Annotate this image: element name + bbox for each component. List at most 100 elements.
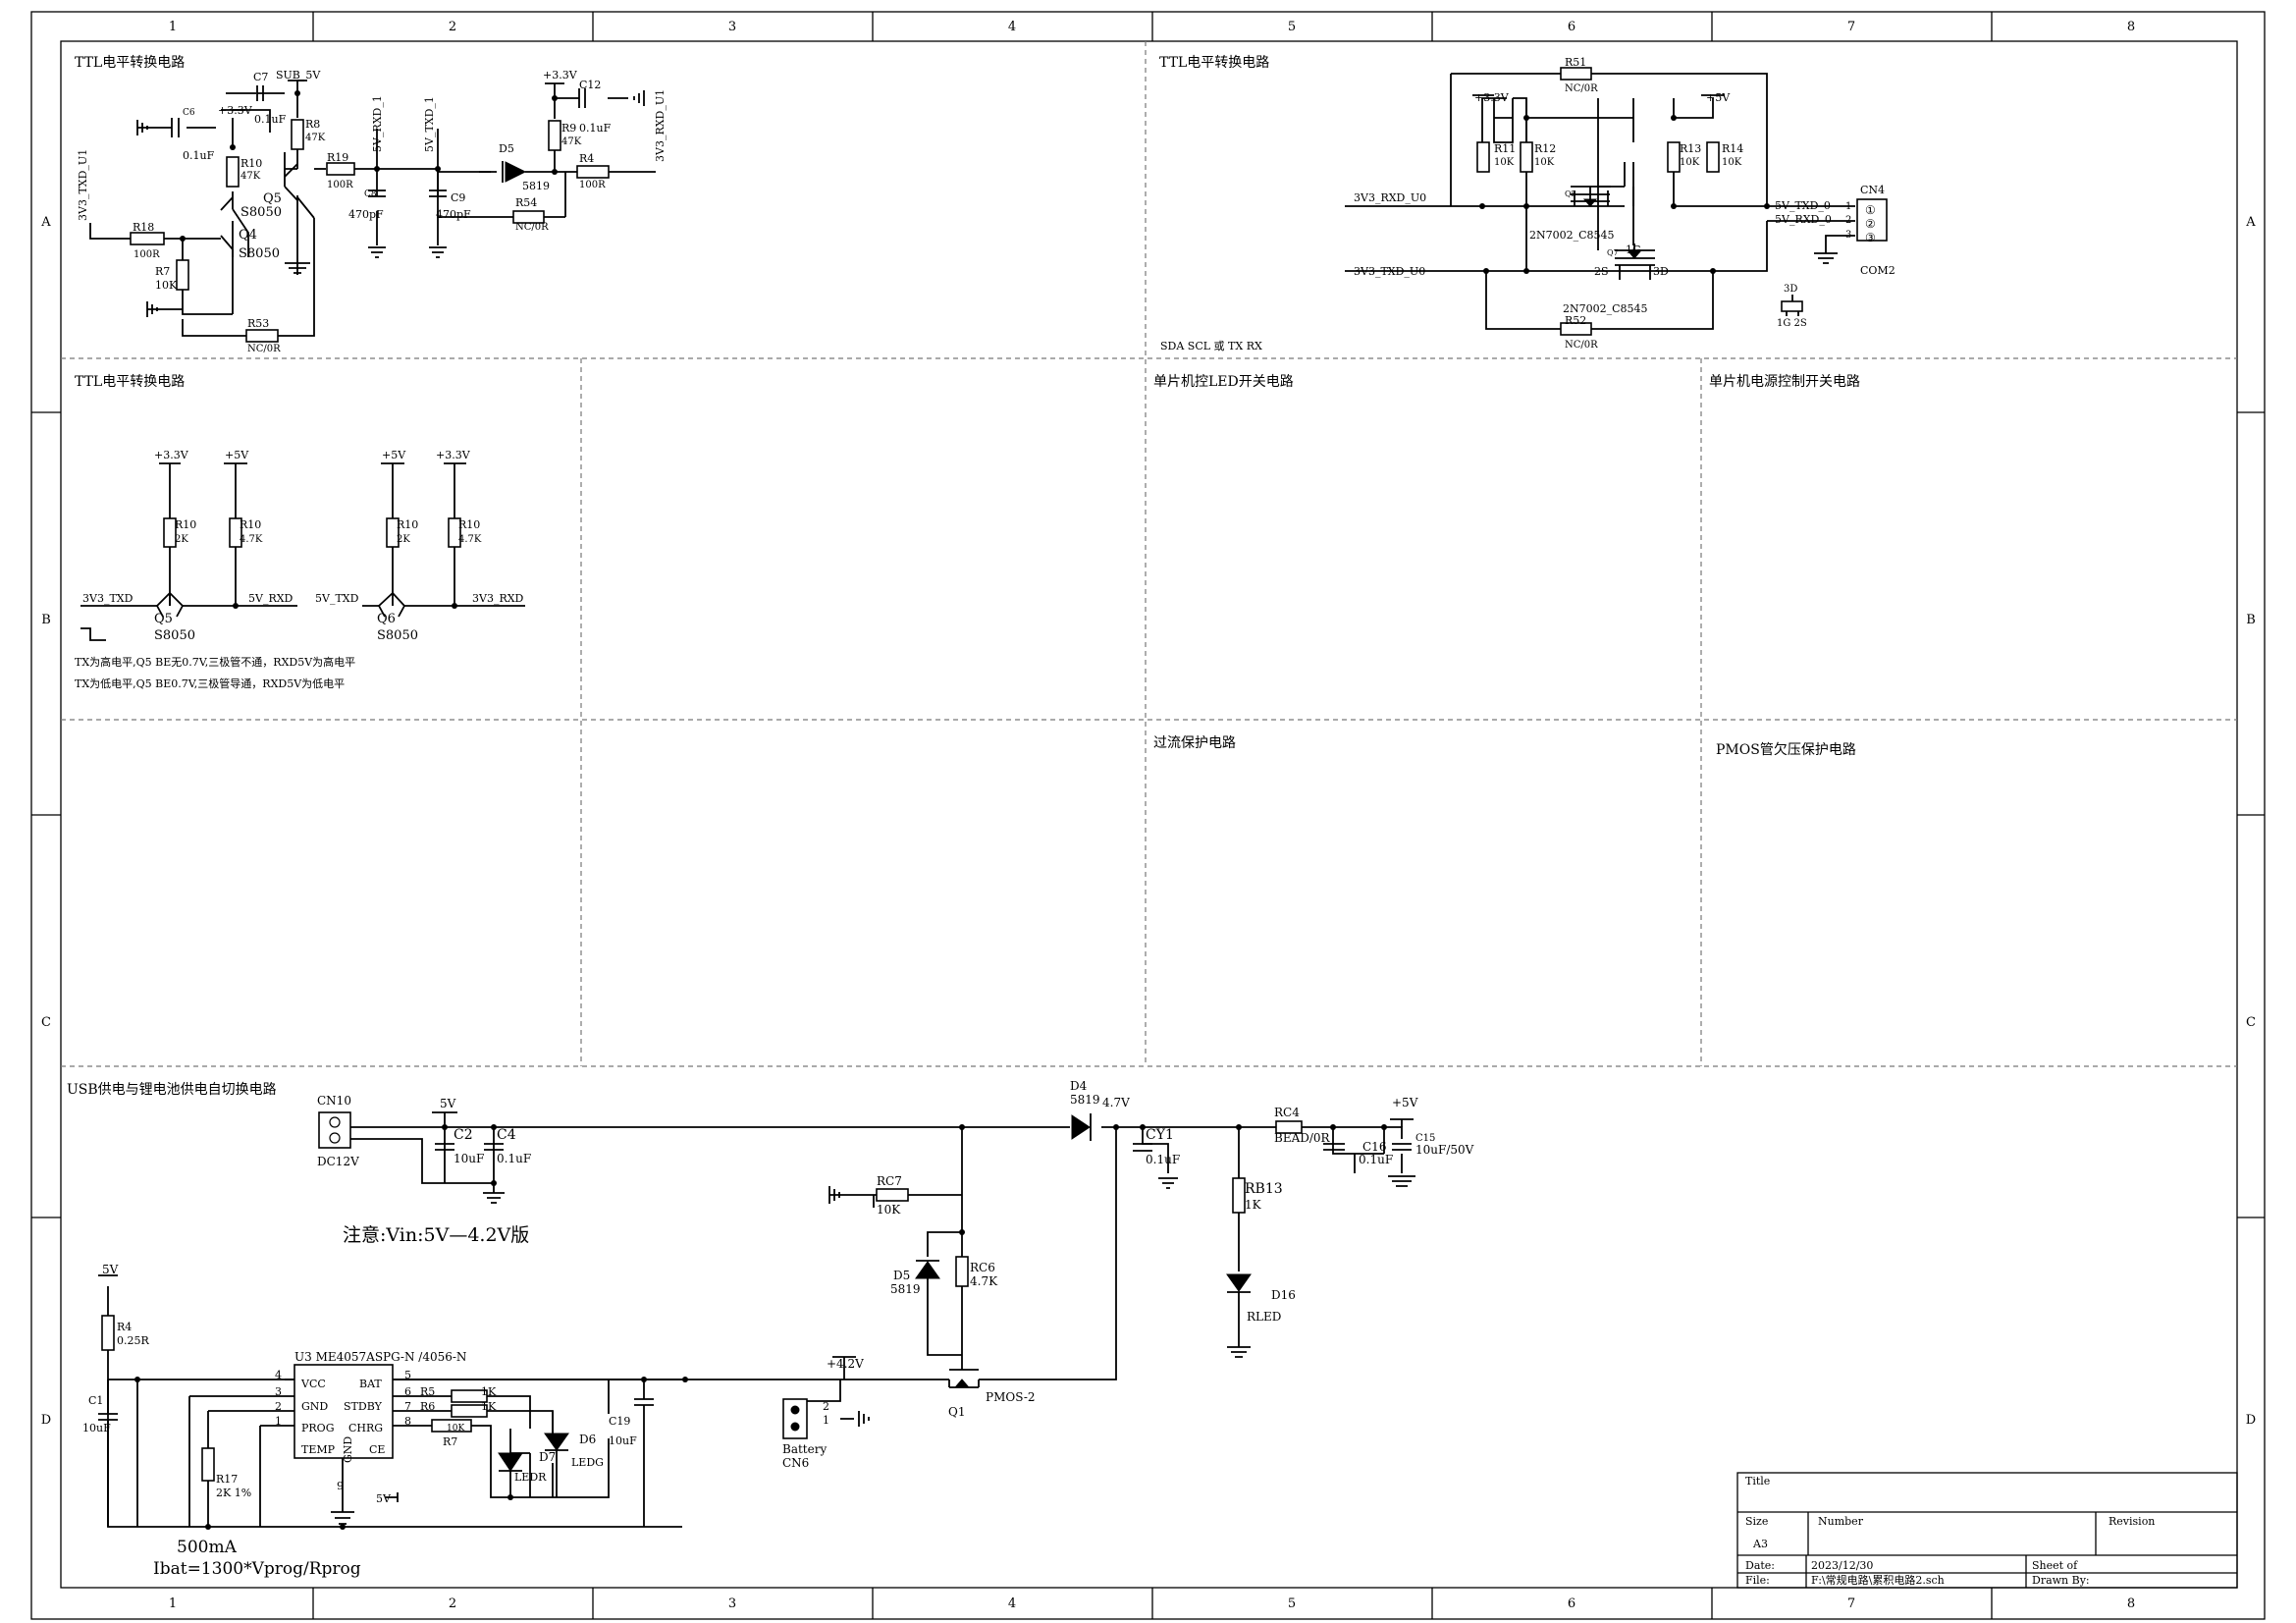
row-label: A [40,215,51,230]
ref-label: Q5 [1565,189,1576,198]
ref-label: R6 [420,1400,435,1413]
value-label: 10uF [454,1152,484,1165]
pin-label: 3D [1784,284,1797,295]
ref-label: RC6 [970,1261,995,1274]
ref-label: C19 [609,1415,630,1428]
value-label: 0.1uF [579,122,612,135]
net-label: 5V_RXD_1 [371,95,384,152]
ref-label: CY1 [1146,1127,1174,1143]
value-label: 10K [1534,157,1555,168]
pin-label: 1 [1845,201,1851,212]
net-label: SUB_5V [276,69,321,81]
panel-title: PMOS管欠压保护电路 [1716,742,1856,758]
pin-label: CE [369,1443,385,1456]
ref-label: CN10 [317,1094,351,1108]
value-label: 100R [579,180,606,190]
value-label: 2K [175,534,188,545]
ref-label: R4 [117,1321,132,1333]
pin-label: 2 [275,1400,282,1413]
value-label: 100R [133,249,160,260]
pin-label: 1G 2S [1777,318,1807,329]
power-label: 5V [102,1263,119,1276]
pin-label: 3 [1845,230,1851,241]
power-label: +5V [1392,1096,1418,1109]
pin-label: ③ [1865,231,1876,244]
col-label: 6 [1568,20,1575,34]
value-label: 0.1uF [254,113,287,126]
row-label: C [2246,1015,2256,1030]
row-labels: A B C D A B C D [40,215,2256,1428]
value-label: Battery [782,1442,827,1456]
value-label: 10K [447,1424,464,1434]
net-label: 5V_RXD_0 [1775,213,1832,226]
panel-1-circuit [89,80,656,343]
value-label: 5819 [1070,1093,1100,1107]
col-label: 7 [1847,1596,1855,1611]
value-label: 0.1uF [497,1152,531,1165]
sheet-label: Sheet of [2032,1559,2078,1572]
ref-label: Q4 [239,228,257,243]
file-value: F:\常规电路\累积电路2.sch [1811,1573,1945,1587]
panel-note: Ibat=1300*Vprog/Rprog [153,1559,361,1579]
value-label: 4.7K [970,1274,998,1288]
size-value: A3 [1752,1538,1768,1550]
ref-label: R54 [515,196,537,209]
pin-label: 2 [1845,215,1851,226]
panel-2-circuit [1345,67,1888,336]
value-label: BEAD/0R [1274,1131,1331,1145]
pin-label: ② [1865,217,1876,231]
net-label: 3V3_TXD_U0 [1354,265,1425,278]
pin-label: 1 [823,1414,829,1427]
power-label: +3.3V [543,69,578,81]
sheet-frame [30,11,2266,1620]
pin-label: 9 [337,1480,344,1492]
power-label: 5V [440,1097,456,1110]
value-label: 5819 [522,180,550,192]
ref-label: Q5 [154,612,173,626]
value-label: S8050 [377,628,418,643]
ref-label: Q6 [377,612,396,626]
row-label: D [41,1413,51,1428]
pin-label: CHRG [348,1422,383,1434]
value-label: 10K [1494,157,1515,168]
ref-label: R10 [240,157,262,170]
col-label: 6 [1568,1596,1575,1611]
panel-title: 单片机控LED开关电路 [1153,374,1294,390]
ref-label: U3 ME4057ASPG-N /4056-N [294,1350,466,1364]
ref-label: C7 [253,71,268,83]
value-label: 2N7002_C8545 [1529,229,1615,242]
column-labels: 1 2 3 4 5 6 7 8 1 2 3 4 5 6 7 8 [169,20,2135,1611]
ref-label: D4 [1070,1079,1088,1093]
ref-label: R4 [579,152,594,165]
panel-8-circuit [98,1111,1415,1530]
value-label: 1K [481,1385,497,1398]
ref-label: Q5 [263,191,282,206]
pin-label: 1 [275,1415,282,1428]
power-label: +3.3V [218,104,253,117]
pin-label: 7 [404,1400,411,1413]
value-label: 10K [155,279,178,292]
ref-label: R8 [305,118,320,131]
row-label: B [2246,613,2256,627]
panel-note: 500mA [177,1538,238,1557]
panel-note: SDA SCL 或 TX RX [1160,340,1262,352]
ref-label: C15 [1415,1133,1435,1144]
pin-label: 8 [404,1415,411,1428]
value-label: 4.7K [458,534,482,545]
ref-label: CN6 [782,1456,809,1470]
ref-label: R10 [458,518,480,531]
ref-label: R5 [420,1385,435,1398]
ref-label: D5 [499,142,514,155]
value-label: 10uF/50V [1415,1143,1474,1157]
value-label: LEDG [571,1456,604,1469]
ref-label: RB13 [1245,1181,1283,1197]
ref-label: RC4 [1274,1106,1300,1119]
panel-2-labels: R51 NC/0R +3.3V +5V R11 10K R12 10K R13 … [1160,56,1896,352]
panel-3-labels: +3.3V +5V +5V +3.3V R10 2K R10 4.7K R10 … [75,449,524,690]
panel-titles: TTL电平转换电路 TTL电平转换电路 TTL电平转换电路 单片机控LED开关电… [67,54,1860,1098]
ref-label: D7 [539,1450,556,1464]
ref-label: Q1 [948,1405,965,1419]
ref-label: R11 [1494,142,1516,155]
value-label: 47K [240,171,261,182]
